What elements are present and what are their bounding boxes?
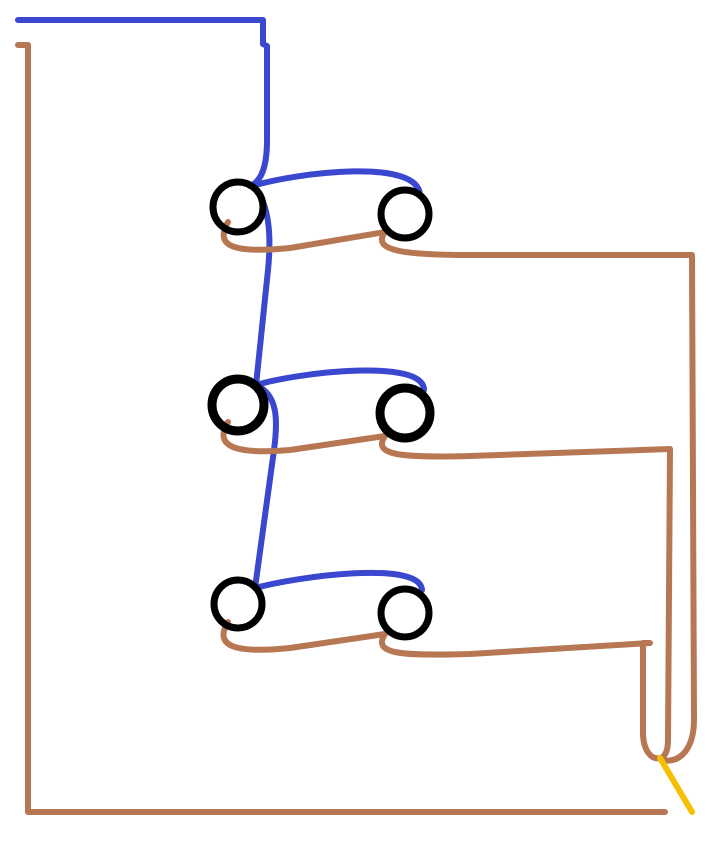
terminal-3 [207, 374, 269, 436]
blue-jumper-1 [249, 168, 423, 198]
blue-jumper-3 [252, 569, 425, 593]
brown-jumper-3 [220, 619, 388, 653]
blue-wires [15, 17, 427, 593]
brown-lead-1 [379, 229, 697, 764]
brown-lead-2 [378, 433, 673, 761]
yellow-wire [657, 755, 695, 815]
terminal-6 [377, 585, 433, 641]
brown-wires [15, 42, 697, 815]
terminal-4 [375, 383, 435, 443]
yellow-ground-wire [657, 755, 695, 815]
terminals [207, 178, 435, 641]
brown-return-wire [15, 42, 668, 815]
blue-feed-wire [15, 17, 270, 189]
terminal-1 [209, 178, 267, 236]
terminal-5 [210, 576, 266, 632]
blue-jumper-2 [253, 367, 427, 393]
brown-lead-3 [378, 631, 663, 762]
terminal-2 [377, 186, 433, 242]
